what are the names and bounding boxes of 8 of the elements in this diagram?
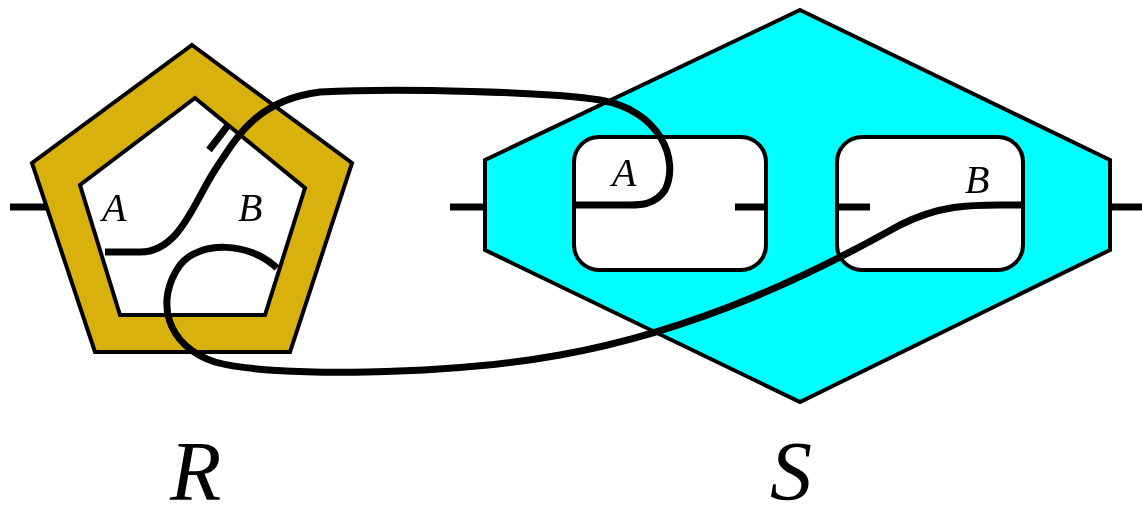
port-label: A	[102, 188, 127, 228]
port-label: A	[612, 153, 637, 193]
diagram-label: R	[170, 430, 222, 514]
diagram-label: S	[770, 430, 812, 514]
port-label: B	[238, 188, 263, 228]
wire	[1110, 203, 1142, 211]
wire	[105, 86, 674, 256]
port-label: B	[965, 160, 990, 200]
